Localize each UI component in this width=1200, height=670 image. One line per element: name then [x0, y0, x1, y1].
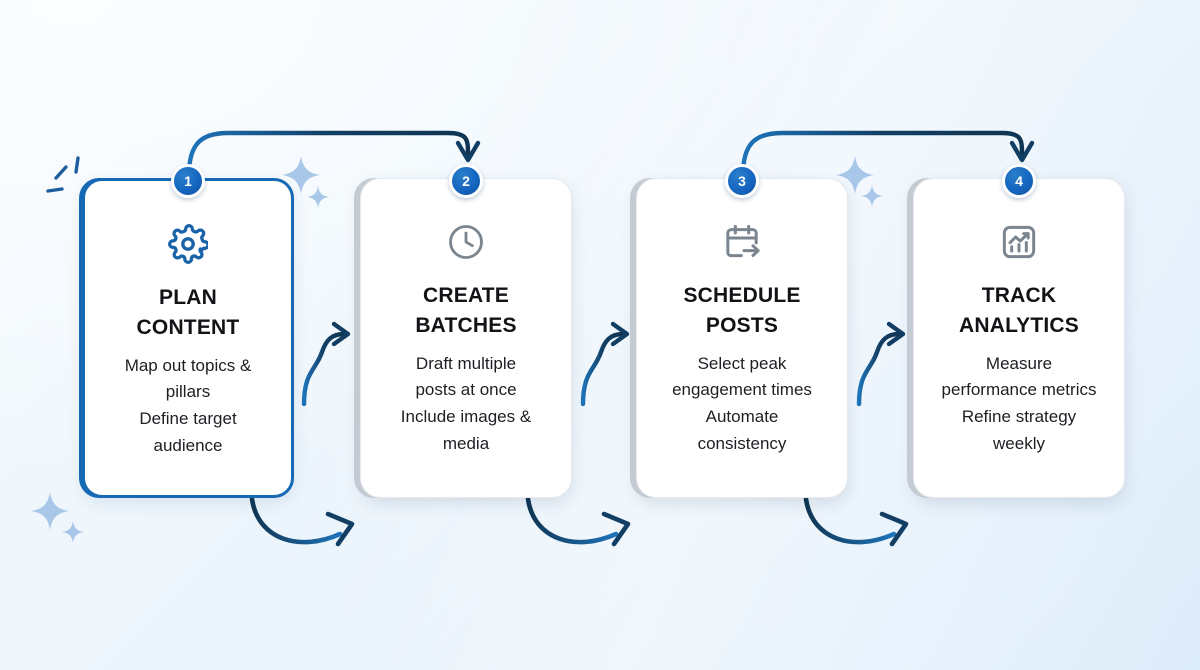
- step-title-2: CREATE BATCHES: [415, 284, 517, 337]
- step-badge-3[interactable]: 3: [725, 164, 759, 198]
- calendar-arrow-icon: [722, 219, 762, 265]
- step-badge-4[interactable]: 4: [1002, 164, 1036, 198]
- step-badge-2[interactable]: 2: [449, 164, 483, 198]
- step-card-2[interactable]: CREATE BATCHES Draft multiple posts at o…: [360, 178, 572, 498]
- step-title-3: SCHEDULE POSTS: [683, 284, 801, 337]
- gear-icon: [168, 221, 208, 267]
- step-card-3[interactable]: SCHEDULE POSTS Select peak engagement ti…: [636, 178, 848, 498]
- step-badge-1[interactable]: 1: [171, 164, 205, 198]
- step-description-2: Draft multiple posts at once Include ima…: [400, 353, 532, 454]
- step-card-4[interactable]: TRACK ANALYTICS Measure performance metr…: [913, 178, 1125, 498]
- step-card-1[interactable]: PLAN CONTENT Map out topics & pillars De…: [82, 178, 294, 498]
- step-description-3: Select peak engagement times Automate co…: [672, 353, 812, 454]
- step-title-4: TRACK ANALYTICS: [958, 284, 1080, 337]
- step-description-1: Map out topics & pillars Define target a…: [124, 355, 252, 456]
- step-description-4: Measure performance metrics Refine strat…: [941, 353, 1097, 454]
- analytics-chart-icon: [999, 219, 1039, 265]
- step-title-1: PLAN CONTENT: [136, 286, 240, 339]
- clock-icon: [446, 219, 486, 265]
